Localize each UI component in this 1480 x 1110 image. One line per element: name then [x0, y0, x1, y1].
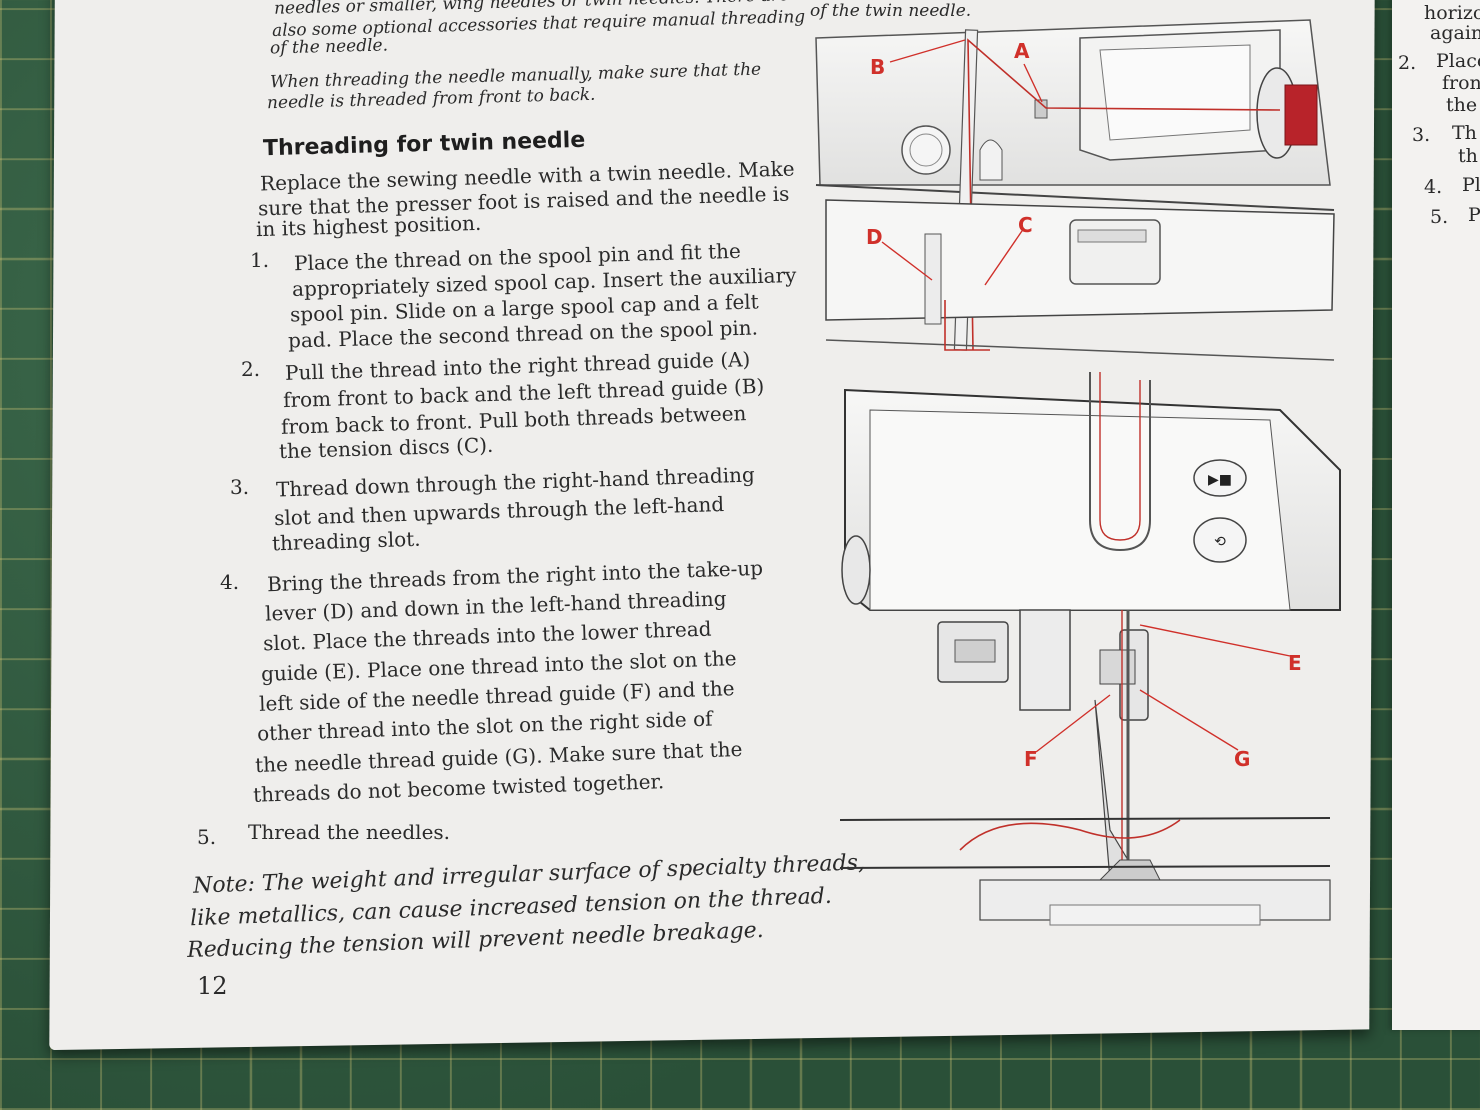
right-page-line: 5. [1430, 206, 1449, 228]
section-heading: Threading for twin needle [262, 127, 586, 162]
machine-front-strip [825, 199, 1335, 361]
right-page-line: horizo [1424, 2, 1480, 24]
label-a: A [1014, 39, 1030, 63]
start-stop-button [1193, 459, 1247, 497]
threading-diagram: of the twin needle. [810, 0, 1350, 930]
intro-paragraph-line: in its highest position. [255, 210, 482, 242]
svg-text:▶■: ▶■ [1208, 472, 1232, 488]
machine-front-view: ▶■ ⟲ [841, 372, 1341, 611]
right-page-line: the [1446, 94, 1478, 116]
right-page-line: th [1458, 145, 1478, 167]
intro-line: of the needle. [269, 35, 389, 59]
label-d: D [866, 225, 883, 249]
right-page-line: Pl [1462, 174, 1480, 196]
right-page-line: 3. [1412, 124, 1431, 146]
step-line: threading slot. [271, 526, 421, 556]
step-number: 2. [241, 357, 261, 381]
label-leaders [881, 39, 1291, 753]
step-number: 5. [197, 825, 217, 849]
right-page-line: P [1468, 204, 1480, 226]
svg-text:⟲: ⟲ [1214, 534, 1226, 550]
reverse-button [1193, 517, 1247, 563]
presser-foot-area [839, 609, 1331, 926]
step-number: 4. [220, 570, 240, 594]
label-e: E [1288, 651, 1302, 675]
right-page-line: Place [1436, 50, 1480, 72]
label-f: F [1024, 747, 1038, 771]
red-thread-spool [1284, 84, 1318, 146]
label-b: B [870, 55, 885, 79]
figure-caption: of the twin needle. [810, 1, 971, 21]
right-page-line: again [1430, 22, 1480, 44]
page-number: 12 [197, 972, 228, 1000]
handwheel [841, 535, 871, 605]
right-page-line: Th [1452, 122, 1477, 144]
step-number: 1. [250, 248, 270, 272]
right-page-line: 4. [1424, 176, 1443, 198]
dial-icon [901, 125, 951, 175]
step-number: 3. [230, 475, 250, 499]
right-page-line: 2. [1398, 52, 1417, 74]
right-page-line: fron [1442, 72, 1480, 94]
label-g: G [1234, 747, 1250, 771]
step-line: the tension discs (C). [278, 432, 494, 464]
sewing-machine-figure: of the twin needle. [810, 1, 1341, 926]
step-line: Thread the needles. [248, 820, 451, 844]
label-c: C [1018, 213, 1033, 237]
right-page: horizo again 2. Place fron the 3. Th th … [1392, 0, 1480, 1030]
text-column: needles or smaller, wing needles or twin… [187, 0, 866, 1000]
